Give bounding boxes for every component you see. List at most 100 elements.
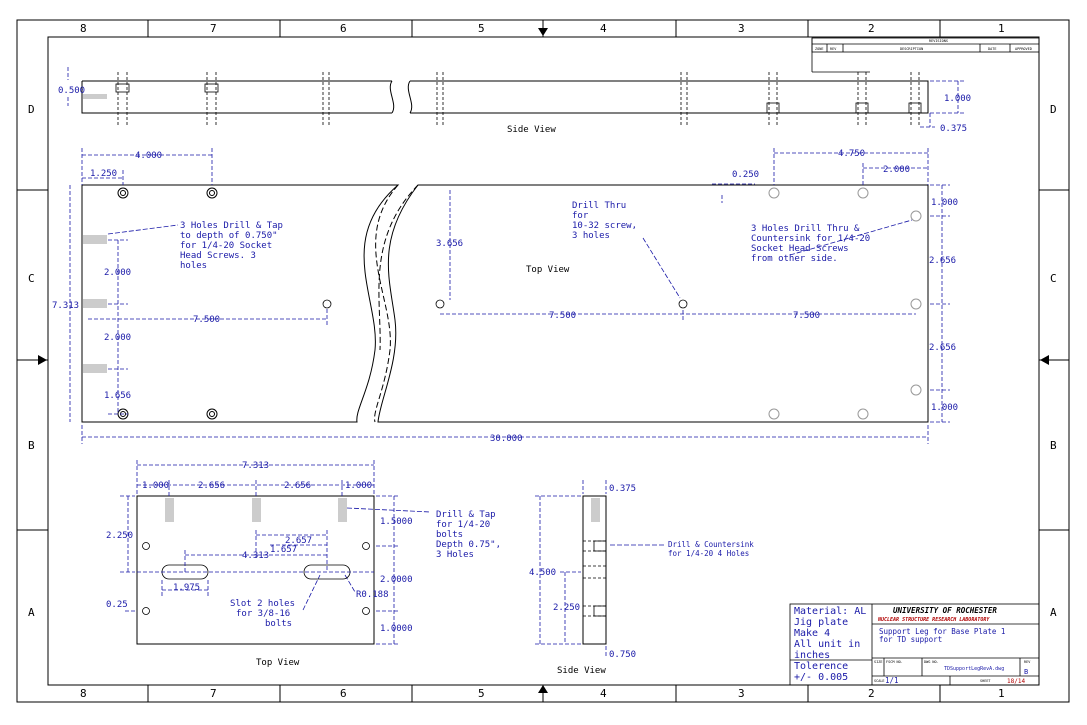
svg-text:for: for — [572, 211, 589, 221]
center-arrow-left — [38, 355, 47, 365]
small-side-holes — [583, 540, 606, 617]
small-side-dims — [535, 480, 607, 656]
svg-text:3 holes: 3 holes — [572, 231, 610, 241]
drill-thru-note: Drill Thru for 10-32 screw, 3 holes — [572, 201, 637, 241]
dim-7500-l: 7.500 — [193, 315, 220, 325]
socket-holes — [117, 187, 218, 420]
svg-text:Depth 0.75",: Depth 0.75", — [436, 540, 501, 550]
small-tap-holes — [165, 498, 347, 522]
dim-0250: 0.250 — [732, 170, 759, 180]
svg-text:for 1/4-20: for 1/4-20 — [436, 520, 490, 530]
row-label-right: D — [1050, 103, 1057, 116]
col-label-top: 8 — [80, 22, 87, 35]
col-label-top: 4 — [600, 22, 607, 35]
sheet-label: SHEET — [980, 679, 991, 683]
tolerance-value: +/- 0.005 — [794, 672, 848, 683]
side-view-bar — [81, 80, 929, 114]
col-label-bottom: 4 — [600, 687, 607, 700]
col-label-top: 7 — [210, 22, 217, 35]
tapped-holes — [83, 235, 107, 373]
revision-header: DESCRIPTION — [900, 47, 923, 51]
dwg-number: TDSupportLegRevA.dwg — [944, 666, 1004, 672]
top-view-plate — [81, 184, 929, 423]
dim-4000: 4.000 — [135, 151, 162, 161]
rev-label: REV — [1024, 660, 1031, 664]
svg-text:bolts: bolts — [436, 530, 463, 540]
dim-1657: 1.657 — [270, 545, 297, 555]
svg-text:holes: holes — [180, 261, 207, 271]
svg-text:Drill Thru: Drill Thru — [572, 201, 626, 211]
svg-text:Countersink for 1/4-20: Countersink for 1/4-20 — [751, 234, 870, 244]
dim-2656-s1: 2.656 — [198, 481, 225, 491]
center-arrow-right — [1040, 355, 1049, 365]
dim-7313-small: 7.313 — [242, 461, 269, 471]
material-info: Material: AL Jig plate Make 4 All unit i… — [794, 606, 866, 661]
dim-1000-s2: 1.000 — [345, 481, 372, 491]
col-label-bottom: 2 — [868, 687, 875, 700]
center-arrow-bottom — [538, 685, 548, 693]
revision-header: DATE — [988, 47, 996, 51]
dim-r0188: R0.188 — [356, 590, 389, 600]
dim-4750: 4.750 — [838, 149, 865, 159]
plate-break-inner — [374, 184, 419, 423]
fscm-label: FSCM NO. — [886, 660, 903, 664]
dim-7500-m: 7.500 — [549, 311, 576, 321]
col-label-top: 1 — [998, 22, 1005, 35]
dim-4313: 4.313 — [242, 551, 269, 561]
small-side-view-bar — [582, 495, 607, 645]
side-view-holes — [117, 72, 920, 125]
top-view-main-label: Top View — [526, 265, 570, 275]
revision-block — [811, 37, 1040, 73]
center-arrow-top — [538, 28, 548, 36]
countersink-sv-note: Drill & Countersink for 1/4-20 4 Holes — [668, 540, 754, 558]
col-label-bottom: 6 — [340, 687, 347, 700]
col-label-bottom: 5 — [478, 687, 485, 700]
small-top-view-dims — [120, 460, 400, 645]
row-label-left: B — [28, 439, 35, 452]
university-name: UNIVERSITY OF ROCHESTER — [893, 606, 997, 615]
svg-text:Slot 2 holes: Slot 2 holes — [230, 599, 295, 609]
size-label: SIZE — [874, 660, 882, 664]
thru-holes — [322, 299, 688, 309]
col-label-top: 2 — [868, 22, 875, 35]
dim-1656: 1.656 — [104, 391, 131, 401]
dim-2000-top: 2.000 — [883, 165, 910, 175]
top-view-dims — [69, 148, 950, 444]
col-label-top: 6 — [340, 22, 347, 35]
dwg-label: DWG NO. — [924, 660, 939, 664]
dim-10000: 1.0000 — [380, 624, 413, 634]
svg-text:from other side.: from other side. — [751, 254, 838, 264]
dim-20000: 2.0000 — [380, 575, 413, 585]
svg-text:inches: inches — [794, 650, 830, 661]
side-view-small-label: Side View — [557, 666, 606, 676]
dim-7313-left: 7.313 — [52, 301, 79, 311]
countersink-note: 3 Holes Drill Thru & Countersink for 1/4… — [751, 224, 870, 264]
row-label-right: C — [1050, 272, 1057, 285]
countersink-holes — [768, 187, 922, 420]
lab-name: NUCLEAR STRUCTURE RESEARCH LABORATORY — [877, 617, 990, 623]
row-label-left: A — [28, 606, 35, 619]
drawing-title-1: Support Leg for Base Plate 1 — [879, 627, 1005, 636]
col-label-top: 5 — [478, 22, 485, 35]
dim-025: 0.25 — [106, 600, 128, 610]
dim-2000-l2: 2.000 — [104, 333, 131, 343]
svg-text:bolts: bolts — [265, 619, 292, 629]
zone-ticks — [17, 20, 1069, 702]
svg-text:Socket Head Screws: Socket Head Screws — [751, 244, 849, 254]
dim-4500: 4.500 — [529, 568, 556, 578]
svg-text:Material: AL: Material: AL — [794, 606, 866, 617]
dim-2250: 2.250 — [106, 531, 133, 541]
tolerance-label: Tolerence — [794, 661, 848, 672]
col-label-bottom: 8 — [80, 687, 87, 700]
svg-text:for 3/8-16: for 3/8-16 — [236, 609, 290, 619]
row-label-right: A — [1050, 606, 1057, 619]
sheet-value: 18/14 — [1007, 678, 1025, 685]
col-label-bottom: 7 — [210, 687, 217, 700]
revision-title: REVISIONS — [929, 39, 948, 43]
dim-15000: 1.5000 — [380, 517, 413, 527]
revision-header: REV — [830, 47, 837, 51]
side-view-top-label: Side View — [507, 125, 556, 135]
top-view-small-label: Top View — [256, 658, 300, 668]
title-block — [789, 603, 1040, 686]
svg-text:3 Holes: 3 Holes — [436, 550, 474, 560]
